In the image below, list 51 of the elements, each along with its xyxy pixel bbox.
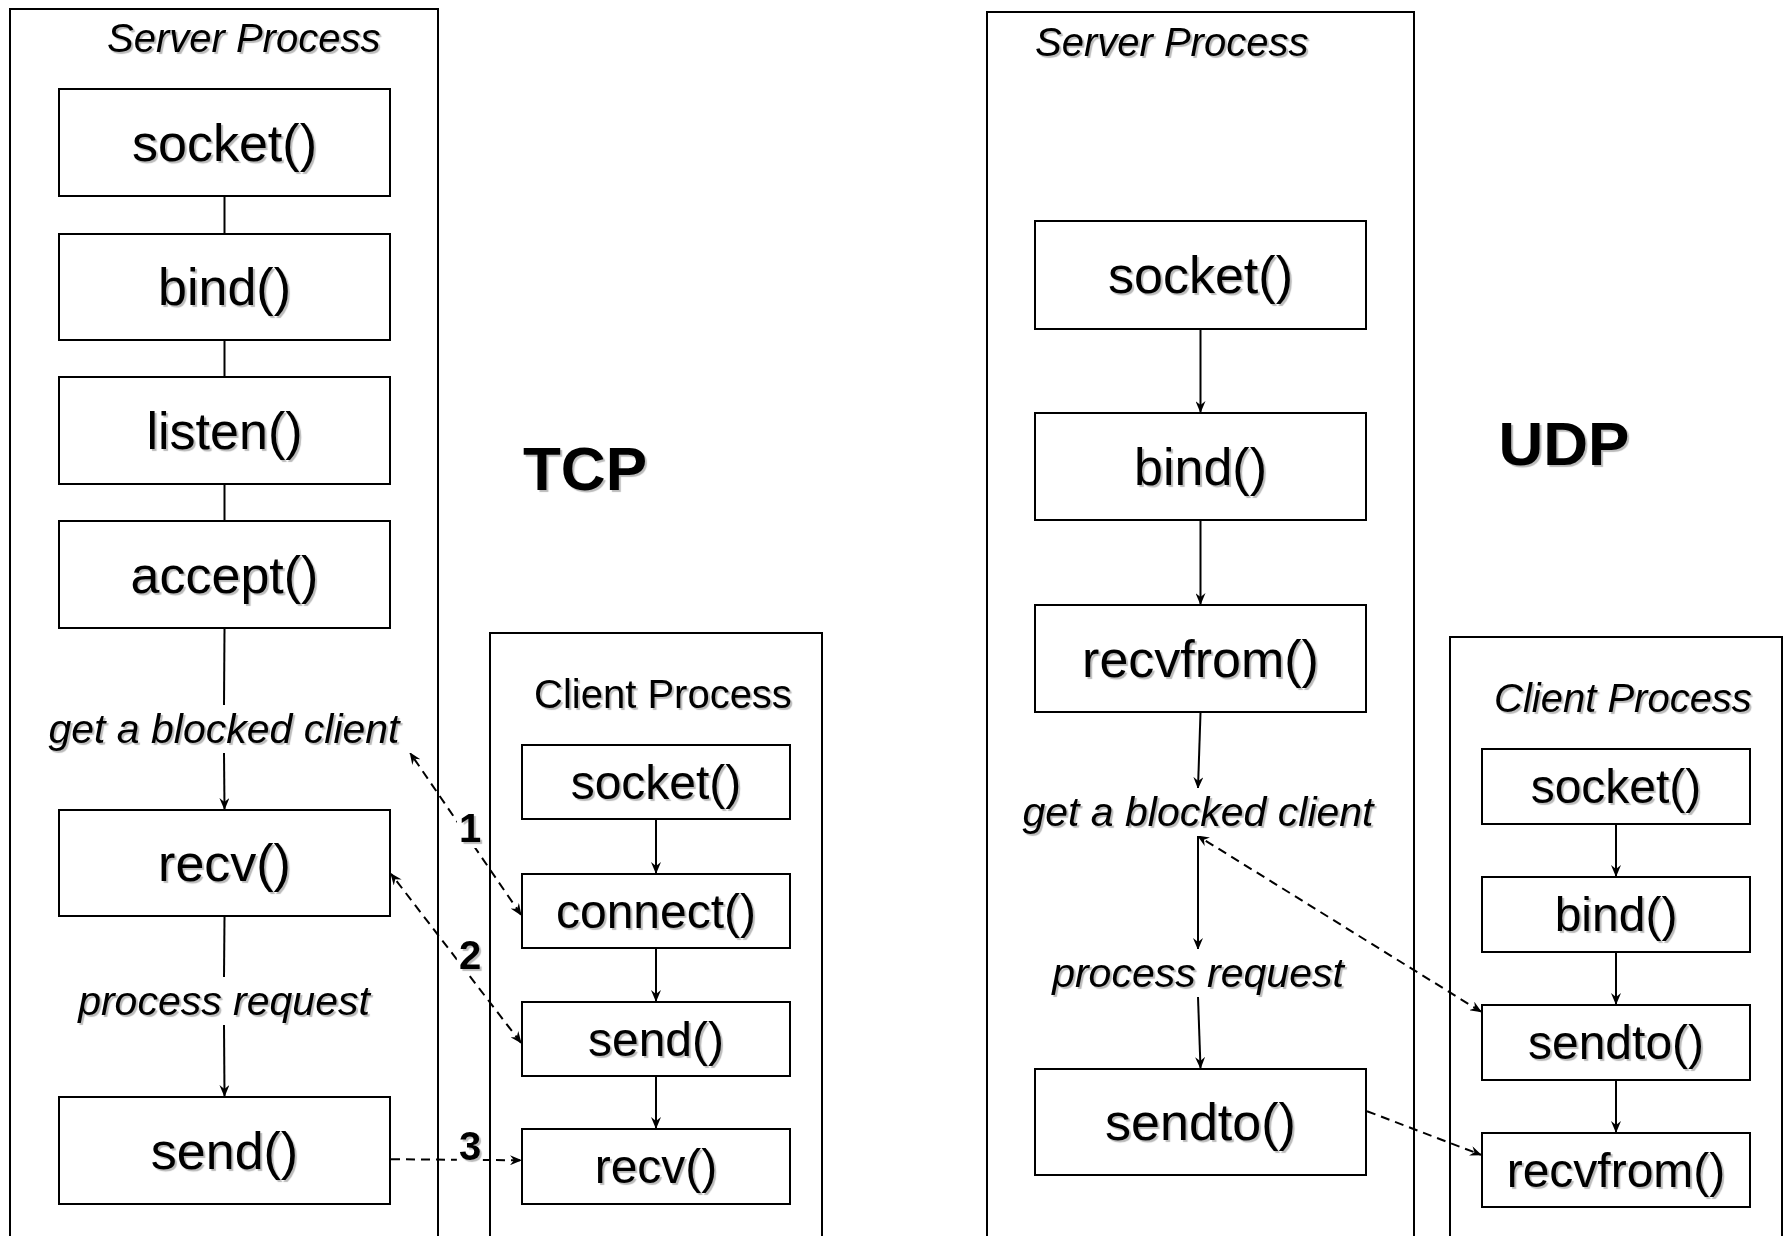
arrow	[651, 1076, 661, 1129]
arrow	[651, 948, 661, 1002]
function-box: sendto()	[1034, 1068, 1367, 1176]
connector-line	[223, 484, 226, 521]
frame-title: Server Process	[1035, 20, 1309, 65]
arrow	[1193, 712, 1204, 789]
frame-title: Client Process	[534, 672, 792, 717]
arrow	[1366, 1110, 1482, 1156]
function-box: connect()	[521, 873, 791, 949]
function-box: bind()	[1481, 876, 1751, 953]
arrow	[390, 1155, 522, 1166]
arrow	[651, 819, 661, 874]
function-box: socket()	[1481, 748, 1751, 825]
function-box: bind()	[58, 233, 391, 341]
connector-line	[223, 196, 226, 234]
process-frame	[489, 632, 823, 1236]
function-box: recv()	[521, 1128, 791, 1205]
arrow	[1193, 835, 1203, 950]
protocol-heading: UDP	[1498, 407, 1630, 479]
function-box: listen()	[58, 376, 391, 485]
arrow	[1195, 996, 1206, 1069]
frame-title: Server Process	[107, 16, 381, 61]
arrow	[1611, 1080, 1621, 1133]
arrow	[390, 872, 522, 1044]
arrow	[219, 752, 230, 810]
process-frame	[9, 8, 439, 1236]
function-box: send()	[58, 1096, 391, 1205]
arrow	[1197, 835, 1482, 1013]
frame-title: Client Process	[1494, 676, 1752, 721]
function-box: recvfrom()	[1481, 1132, 1751, 1208]
function-box: socket()	[58, 88, 391, 197]
arrow	[1611, 952, 1621, 1005]
connector-line	[223, 340, 226, 377]
function-box: sendto()	[1481, 1004, 1751, 1081]
function-box: accept()	[58, 520, 391, 629]
function-box: socket()	[1034, 220, 1367, 330]
function-box: bind()	[1034, 412, 1367, 521]
arrow	[219, 1024, 230, 1097]
function-box: recv()	[58, 809, 391, 917]
arrow	[1195, 520, 1206, 605]
function-box: send()	[521, 1001, 791, 1077]
process-frame	[1449, 636, 1783, 1236]
connector-line	[223, 628, 226, 706]
function-box: socket()	[521, 744, 791, 820]
connector-line	[223, 916, 226, 978]
arrow	[409, 752, 522, 916]
arrow	[1611, 824, 1621, 877]
function-box: recvfrom()	[1034, 604, 1367, 713]
arrow	[1195, 329, 1206, 413]
process-frame	[986, 11, 1415, 1236]
protocol-heading: TCP	[523, 432, 647, 504]
